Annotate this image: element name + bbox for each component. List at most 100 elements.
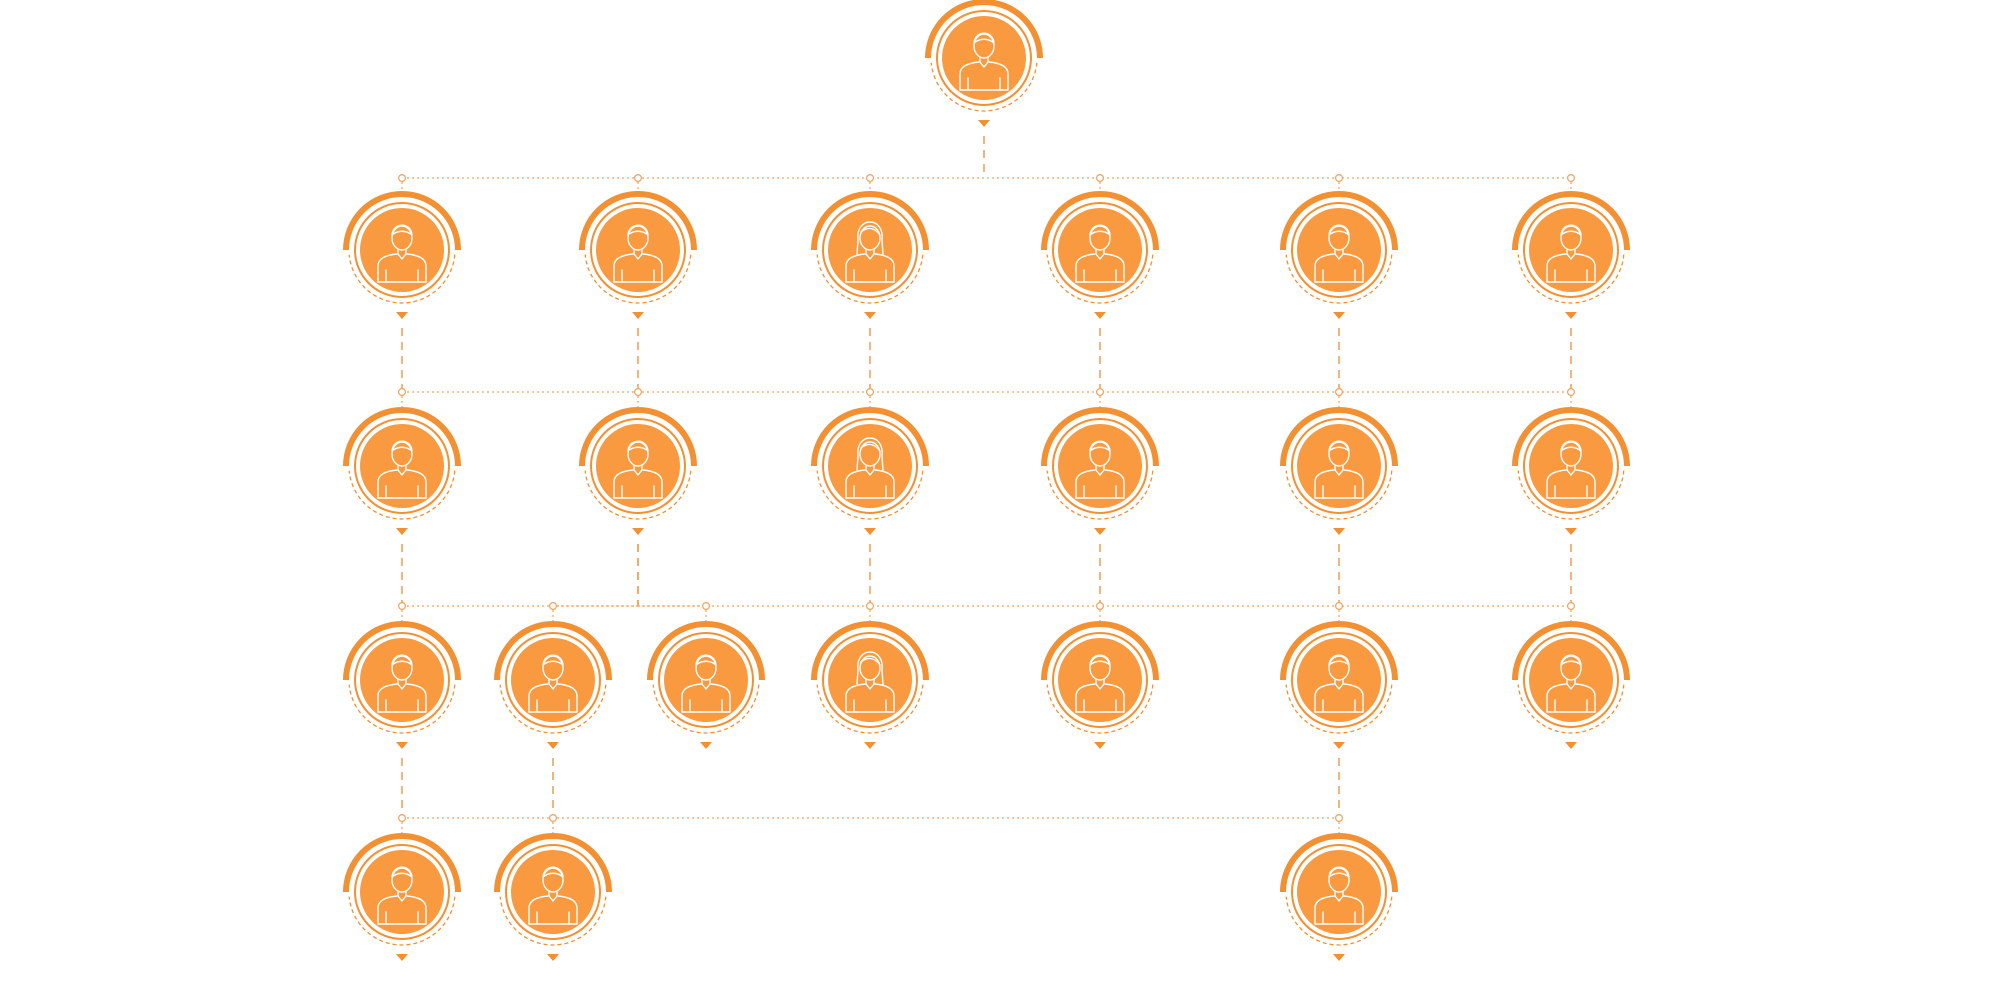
node-top-arc (579, 191, 697, 251)
male-person-icon-c2 (613, 224, 663, 283)
node-top-arc (1280, 191, 1398, 251)
org-node-c1-1-1-1 (343, 833, 461, 961)
node-inner-ring (1523, 202, 1619, 298)
male-person-icon-c4-1 (1075, 440, 1125, 499)
male-person-icon-c6-1-1 (1546, 654, 1596, 713)
male-person-icon-c6-1 (1546, 440, 1596, 499)
male-person-icon-c5 (1314, 224, 1364, 283)
node-dashed-ring (1046, 684, 1154, 734)
org-node-c2-1 (579, 407, 697, 535)
node-top-arc (494, 621, 612, 681)
male-person-icon-c5-1-1-1 (1314, 866, 1364, 925)
node-dashed-ring (1285, 684, 1393, 734)
junction-node-c6-1-1 (1566, 601, 1575, 610)
down-arrow-icon (1333, 312, 1345, 319)
node-inner-ring (1291, 844, 1387, 940)
node-top-arc (343, 407, 461, 467)
node-top-arc (1280, 407, 1398, 467)
org-node-c2-1-2 (647, 621, 765, 749)
node-inner-ring (822, 202, 918, 298)
junction-node-level-1-5 (1334, 174, 1343, 183)
down-arrow-icon (1565, 312, 1577, 319)
node-top-arc (811, 407, 929, 467)
down-arrow-icon (632, 312, 644, 319)
female-person-icon-c3-1-1 (845, 651, 895, 713)
node-inner-ring (1052, 202, 1148, 298)
node-top-arc (811, 621, 929, 681)
male-person-icon-c4-1-1 (1075, 654, 1125, 713)
node-dashed-ring (1046, 470, 1154, 520)
junction-node-c5-1-1-1 (1334, 813, 1343, 822)
node-top-arc (647, 621, 765, 681)
down-arrow-icon (396, 528, 408, 535)
node-inner-ring (1291, 418, 1387, 514)
node-dashed-ring (499, 684, 607, 734)
node-top-arc (494, 833, 612, 893)
node-dashed-ring (816, 254, 924, 304)
node-inner-ring (354, 844, 450, 940)
node-dashed-ring (499, 896, 607, 946)
down-arrow-icon (700, 742, 712, 749)
down-arrow-icon (1565, 742, 1577, 749)
node-dashed-ring (1285, 896, 1393, 946)
male-person-icon-c1 (377, 224, 427, 283)
junction-node-level-1-1 (398, 174, 407, 183)
down-arrow-icon (978, 120, 990, 127)
org-node-c2-1-1 (494, 621, 612, 749)
node-dashed-ring (930, 62, 1038, 112)
node-top-arc (1280, 621, 1398, 681)
node-inner-ring (590, 202, 686, 298)
node-dashed-ring (1285, 470, 1393, 520)
org-node-c3-1 (811, 407, 929, 535)
down-arrow-icon (1333, 954, 1345, 961)
down-arrow-icon (396, 954, 408, 961)
node-top-arc (1280, 833, 1398, 893)
node-inner-ring (822, 632, 918, 728)
node-dashed-ring (348, 254, 456, 304)
down-arrow-icon (396, 312, 408, 319)
male-person-icon-c4 (1075, 224, 1125, 283)
node-dashed-ring (1517, 684, 1625, 734)
down-arrow-icon (864, 742, 876, 749)
node-dashed-ring (1517, 470, 1625, 520)
org-node-c6-1-1 (1512, 621, 1630, 749)
node-inner-ring (1291, 632, 1387, 728)
node-inner-ring (658, 632, 754, 728)
down-arrow-icon (1333, 742, 1345, 749)
node-top-arc (1512, 407, 1630, 467)
down-arrow-icon (864, 312, 876, 319)
node-top-arc (925, 0, 1043, 59)
node-top-arc (1041, 191, 1159, 251)
junction-node-c5-1 (1334, 388, 1343, 397)
node-dashed-ring (1517, 254, 1625, 304)
node-top-arc (1512, 621, 1630, 681)
node-inner-ring (354, 632, 450, 728)
node-top-arc (811, 191, 929, 251)
node-dashed-ring (584, 254, 692, 304)
node-inner-ring (936, 10, 1032, 106)
node-top-arc (579, 407, 697, 467)
junction-node-c2-1-2 (701, 601, 710, 610)
org-node-c5-1 (1280, 407, 1398, 535)
node-top-arc (343, 833, 461, 893)
node-inner-ring (1291, 202, 1387, 298)
junction-node-c1-1-1 (398, 601, 407, 610)
node-dashed-ring (348, 684, 456, 734)
node-top-arc (343, 621, 461, 681)
junction-node-c1-1-1-1 (398, 813, 407, 822)
node-dashed-ring (348, 470, 456, 520)
org-node-c1 (343, 191, 461, 319)
node-top-arc (1041, 621, 1159, 681)
node-layer (343, 0, 1630, 961)
down-arrow-icon (632, 528, 644, 535)
down-arrow-icon (547, 742, 559, 749)
node-inner-ring (1523, 632, 1619, 728)
junction-node-c1-1 (398, 388, 407, 397)
node-inner-ring (1052, 418, 1148, 514)
node-inner-ring (505, 632, 601, 728)
junction-node-c5-1-1 (1334, 601, 1343, 610)
org-node-c5-1-1 (1280, 621, 1398, 749)
male-person-icon-c5-1-1 (1314, 654, 1364, 713)
